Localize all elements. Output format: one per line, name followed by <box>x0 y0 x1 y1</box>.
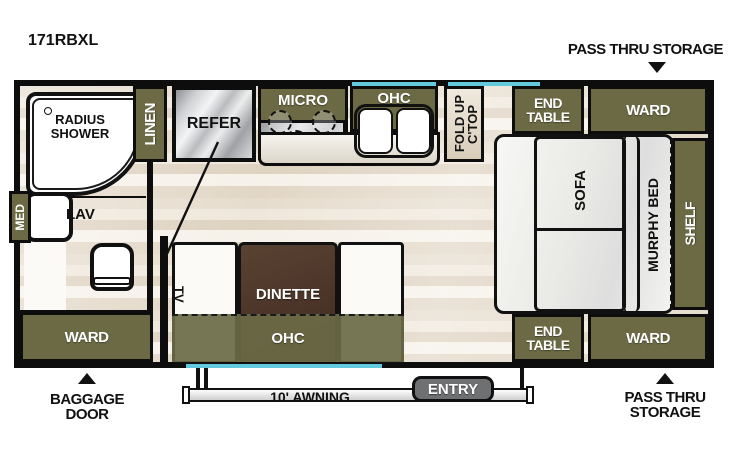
arrow-down-icon <box>648 62 666 73</box>
leader-line <box>164 141 220 257</box>
shelf: SHELF <box>672 138 708 310</box>
awning-cap-left <box>182 386 190 404</box>
shelf-label: SHELF <box>682 202 698 246</box>
callout-line-2: STORAGE <box>629 404 701 422</box>
awning-arm <box>196 368 200 390</box>
murphy-bed-label-text: MURPHY BED <box>645 178 661 272</box>
end-table-top-line2: TABLE <box>526 109 570 125</box>
ohc-dinette-label: OHC <box>271 330 305 347</box>
fold-up-label: FOLD UP C'TOP <box>447 86 485 162</box>
arrow-up-icon <box>78 373 96 384</box>
arrow-up-icon <box>656 373 674 384</box>
end-table-bottom: END TABLE <box>512 314 584 362</box>
tv-label: TV <box>168 282 190 306</box>
dinette-label: DINETTE <box>255 286 321 303</box>
tv-label-text: TV <box>171 285 187 303</box>
wardrobe-left: WARD <box>20 312 153 362</box>
shower-drain-icon <box>44 107 52 115</box>
bathroom-wall <box>20 196 146 198</box>
linen-cabinet: LINEN <box>133 86 167 162</box>
callout-pass-thru-storage-top: PASS THRU STORAGE <box>567 41 724 58</box>
shower-label: RADIUS SHOWER <box>26 113 134 140</box>
wardrobe-top-right: WARD <box>588 86 708 134</box>
callout-baggage-door: BAGGAGE DOOR <box>22 392 152 423</box>
window-strip <box>352 82 436 86</box>
end-table-bottom-line2: TABLE <box>526 337 570 353</box>
lav-label: LAV <box>66 206 95 223</box>
sink-basin-right <box>396 108 431 154</box>
awning-label: 10' AWNING <box>270 389 350 405</box>
fold-up-line2: C'TOP <box>465 104 480 144</box>
callout-line-1: PASS THRU <box>624 389 706 406</box>
callout-line-1: BAGGAGE <box>49 391 125 408</box>
lavatory-basin <box>25 192 73 242</box>
burner-icon <box>268 110 292 134</box>
bathroom-divider-wall <box>147 86 153 312</box>
shower-label-line2: SHOWER <box>50 125 110 141</box>
murphy-bed <box>494 134 674 314</box>
overhead-cabinet-dinette <box>172 314 404 362</box>
window-strip <box>448 82 540 86</box>
shelf-edge-dashed <box>670 138 673 310</box>
shower-label-line1: RADIUS <box>55 112 105 127</box>
callout-pass-thru-storage-bottom: PASS THRU STORAGE <box>600 390 730 421</box>
sofa-cushion-divider <box>534 228 626 231</box>
awning-arm <box>204 368 208 390</box>
murphy-bed-label: MURPHY BED <box>636 140 670 310</box>
ohc-kitchen-label: OHC <box>377 90 411 107</box>
entry-door: ENTRY <box>412 376 494 402</box>
med-label: MED <box>13 203 27 231</box>
sink-frame <box>354 104 434 158</box>
wardrobe-bottom-right: WARD <box>588 314 708 362</box>
end-table-top: END TABLE <box>512 86 584 134</box>
awning-cap-right <box>526 386 534 404</box>
sofa-label-text: SOFA <box>571 169 589 211</box>
burner-icon <box>312 110 336 134</box>
micro-label: MICRO <box>278 92 328 109</box>
linen-label: LINEN <box>141 102 159 146</box>
sofa-arm <box>622 136 640 312</box>
model-number: 171RBXL <box>28 32 99 49</box>
callout-line-2: DOOR <box>65 406 110 424</box>
end-table-bottom-line1: END <box>533 323 563 339</box>
toilet-lid <box>93 277 131 285</box>
sofa-label: SOFA <box>534 150 626 230</box>
dinette-wall <box>160 236 168 364</box>
fold-up-countertop <box>444 86 484 162</box>
window-strip <box>186 364 382 368</box>
medicine-cabinet: MED <box>9 191 31 243</box>
end-table-top-line1: END <box>533 95 563 111</box>
awning-arm <box>520 368 524 390</box>
sink-basin-left <box>358 108 393 154</box>
